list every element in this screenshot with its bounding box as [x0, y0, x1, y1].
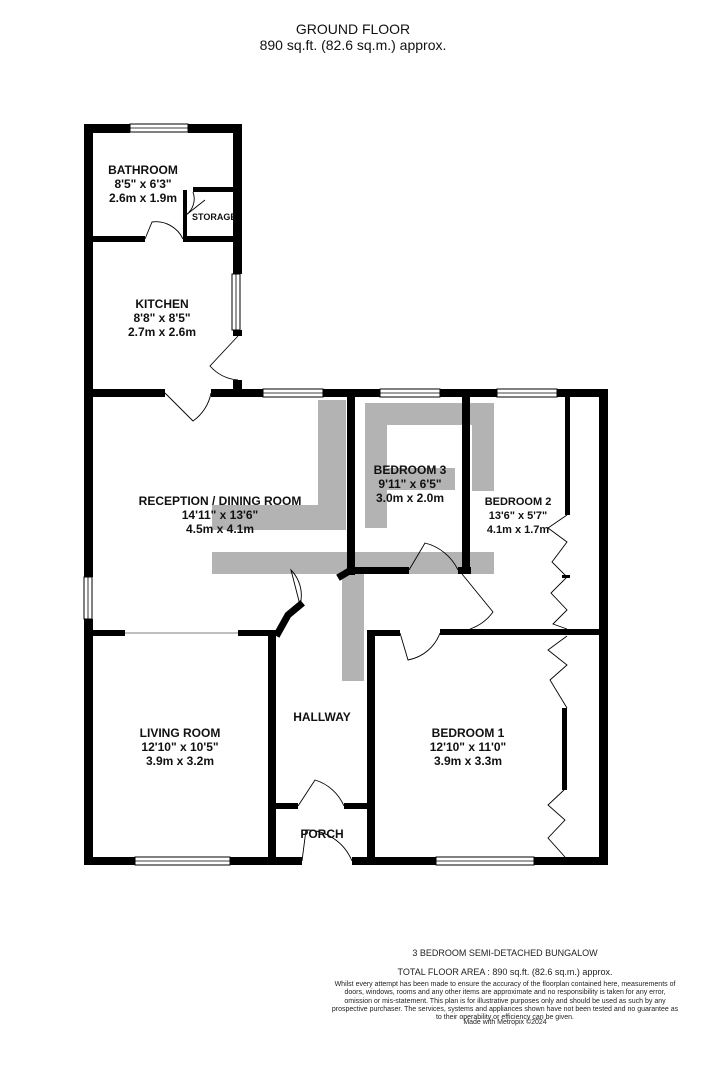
room-imperial: 13'6" x 5'7" — [488, 510, 548, 522]
room-name: PORCH — [300, 827, 344, 841]
room-name: BATHROOM — [108, 163, 178, 177]
room-imperial: 8'8" x 8'5" — [133, 311, 191, 325]
room-name: STORAGE — [192, 212, 237, 222]
room-bedroom-3: BEDROOM 3 9'11" x 6'5" 3.0m x 2.0m — [355, 463, 465, 505]
room-name: BEDROOM 1 — [431, 726, 505, 740]
wardrobe-doors — [547, 514, 568, 858]
room-metric: 3.0m x 2.0m — [375, 491, 445, 505]
angled-walls — [273, 565, 356, 638]
total-floor-area: TOTAL FLOOR AREA : 890 sq.ft. (82.6 sq.m… — [397, 967, 613, 977]
room-hallway: HALLWAY — [278, 710, 366, 724]
walls — [84, 124, 608, 865]
room-metric: 4.1m x 1.7m — [486, 524, 550, 536]
room-name: BEDROOM 2 — [484, 496, 552, 508]
room-reception: RECEPTION / DINING ROOM 14'11" x 13'6" 4… — [110, 494, 330, 536]
door-swings — [144, 191, 494, 862]
room-bedroom-1: BEDROOM 1 12'10" x 11'0" 3.9m x 3.3m — [398, 726, 538, 768]
room-imperial: 12'10" x 10'5" — [141, 740, 219, 754]
room-imperial: 8'5" x 6'3" — [114, 177, 172, 191]
credit: Made with Metropix ©2024 — [463, 1019, 547, 1026]
room-imperial: 9'11" x 6'5" — [378, 477, 442, 491]
room-imperial: 14'11" x 13'6" — [181, 508, 259, 522]
room-name: HALLWAY — [293, 710, 351, 724]
floor-title: GROUND FLOOR — [295, 21, 411, 37]
room-name: LIVING ROOM — [139, 726, 221, 740]
room-metric: 4.5m x 4.1m — [185, 522, 255, 536]
room-metric: 2.6m x 1.9m — [108, 191, 178, 205]
room-name: KITCHEN — [135, 297, 189, 311]
room-metric: 2.7m x 2.6m — [127, 325, 197, 339]
room-living: LIVING ROOM 12'10" x 10'5" 3.9m x 3.2m — [110, 726, 250, 768]
room-metric: 3.9m x 3.2m — [145, 754, 215, 768]
room-porch: PORCH — [284, 827, 360, 841]
room-bathroom: BATHROOM 8'5" x 6'3" 2.6m x 1.9m — [88, 163, 198, 205]
room-name: BEDROOM 3 — [373, 463, 447, 477]
disclaimer: Whilst every attempt has been made to en… — [331, 981, 679, 1022]
room-bedroom-2: BEDROOM 2 13'6" x 5'7" 4.1m x 1.7m — [472, 495, 564, 537]
room-name: RECEPTION / DINING ROOM — [138, 494, 302, 508]
room-kitchen: KITCHEN 8'8" x 8'5" 2.7m x 2.6m — [102, 297, 222, 339]
room-storage: STORAGE — [192, 210, 236, 224]
window-glazing-lines — [87, 127, 557, 862]
floor-area: 890 sq.ft. (82.6 sq.m.) approx. — [259, 37, 447, 53]
ceiling-shading — [212, 400, 494, 681]
room-imperial: 12'10" x 11'0" — [429, 740, 507, 754]
property-type: 3 BEDROOM SEMI-DETACHED BUNGALOW — [412, 948, 598, 958]
room-metric: 3.9m x 3.3m — [433, 754, 503, 768]
wardrobe-hinges — [562, 575, 570, 578]
